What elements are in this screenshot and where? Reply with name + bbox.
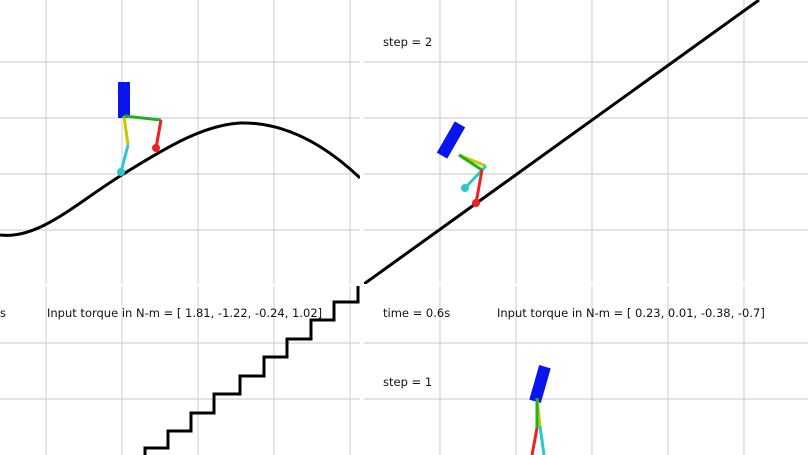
sim-canvas	[364, 0, 808, 284]
sim-panel-stairs: s Input torque in N-m = [ 1.81, -1.22, -…	[0, 286, 360, 455]
sim-canvas	[364, 286, 808, 455]
robot-shin-right	[530, 427, 539, 455]
sim-panel-flat: time = 0.6s Input torque in N-m = [ 0.23…	[364, 286, 808, 455]
sine-terrain	[0, 121, 360, 237]
time-readout: time = 0.6s	[383, 306, 451, 320]
grid	[0, 286, 360, 455]
robot-thigh-right	[123, 114, 162, 122]
sim-panel-sine-hill	[0, 0, 360, 284]
robot-thigh-right	[458, 153, 483, 172]
biped-robot	[529, 365, 551, 455]
torque-readout: Input torque in N-m = [ 0.23, 0.01, -0.3…	[497, 306, 765, 320]
sim-canvas	[0, 286, 360, 455]
biped-robot	[117, 82, 163, 176]
robot-foot-right	[152, 144, 160, 152]
incline-terrain	[364, 0, 760, 284]
robot-foot-right	[472, 199, 480, 207]
sim-panel-incline: step = 2	[364, 0, 808, 284]
robot-shin-left	[463, 164, 488, 190]
robot-foot-left	[117, 168, 125, 176]
grid	[364, 0, 808, 284]
step-counter: step = 1	[383, 375, 433, 389]
grid	[0, 0, 360, 284]
robot-torso	[436, 121, 466, 159]
biped-robot	[436, 121, 488, 207]
torque-readout: Input torque in N-m = [ 1.81, -1.22, -0.…	[47, 306, 323, 320]
time-readout: s	[0, 306, 6, 320]
step-counter: step = 2	[383, 35, 433, 49]
robot-thigh-left	[122, 115, 130, 146]
robot-shin-left	[119, 144, 130, 173]
robot-foot-left	[461, 184, 469, 192]
robot-torso	[118, 82, 130, 118]
grid	[364, 286, 808, 455]
sim-canvas	[0, 0, 360, 284]
robot-shin-left	[538, 425, 546, 455]
robot-shin-right	[154, 119, 163, 149]
robot-torso	[529, 365, 551, 403]
stairs-terrain	[143, 286, 360, 455]
robot-shin-right	[474, 169, 484, 204]
